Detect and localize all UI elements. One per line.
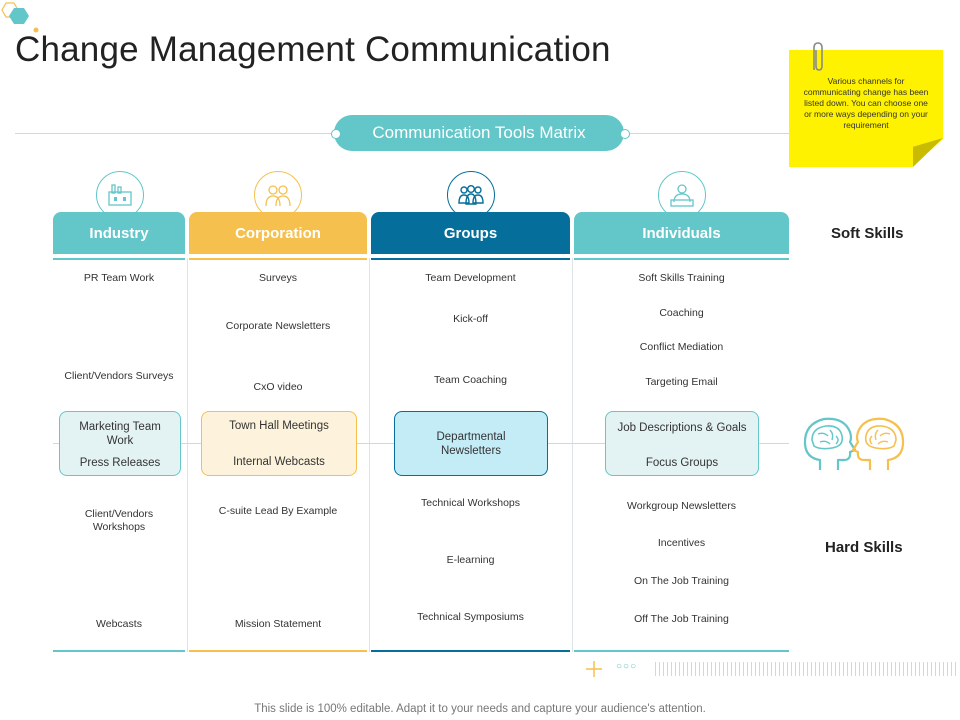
list-item: Team Development [425,272,516,284]
list-item: E-learning [446,554,495,566]
highlight-box-corporation: Town Hall Meetings Internal Webcasts [201,411,357,476]
list-item: Mission Statement [234,618,322,630]
list-item: C-suite Lead By Example [218,505,338,517]
column-header-groups: Groups [371,212,570,254]
list-item: Corporate Newsletters [225,320,331,332]
list-item: Coaching [659,307,704,319]
brain-head-icon-teal [803,417,856,470]
list-item: Technical Workshops [420,497,521,509]
box-item: Job Descriptions & Goals [617,422,747,434]
barcode-decoration [655,662,958,676]
column-bottom-rule [53,650,185,652]
list-item: Client/Vendors Surveys [64,370,174,382]
factory-icon [96,171,144,219]
box-item: Internal Webcasts [233,456,325,468]
circles-decoration-icon: ○○○ [616,661,638,672]
column-top-rule [53,258,185,260]
column-separator [572,258,573,652]
list-item: CxO video [253,381,303,393]
communication-tools-matrix-pill: Communication Tools Matrix [334,115,624,151]
list-item: On The Job Training [634,575,729,587]
hexagon-decoration-icon [1,2,39,33]
box-item: Departmental Newsletters [436,431,506,457]
pill-right-dot [620,129,630,139]
list-item: Client/Vendors Workshops [84,508,154,533]
column-top-rule [371,258,570,260]
highlight-box-groups: Departmental Newsletters [394,411,548,476]
list-item: Incentives [657,537,706,549]
hard-skills-label: Hard Skills [825,539,903,556]
list-item: Conflict Mediation [639,341,724,353]
column-top-rule [189,258,367,260]
column-header-individuals: Individuals [574,212,789,254]
list-item: Webcasts [96,618,142,630]
box-item: Press Releases [79,457,161,469]
footer-note: This slide is 100% editable. Adapt it to… [254,703,706,715]
brain-head-icon-yellow [852,417,905,470]
list-item: Workgroup Newsletters [627,500,736,512]
soft-skills-label: Soft Skills [831,225,904,242]
column-top-rule [574,258,789,260]
team-icon [447,171,495,219]
list-item: Kick-off [453,313,488,325]
box-item: Marketing Team Work [79,421,161,447]
highlight-box-individuals: Job Descriptions & Goals Focus Groups [605,411,759,476]
column-header-corporation: Corporation [189,212,367,254]
list-item: Targeting Email [645,376,718,388]
column-separator [187,258,188,652]
list-item: Off The Job Training [634,613,729,625]
list-item: Technical Symposiums [417,611,524,623]
paperclip-icon [813,42,823,71]
people-group-icon [254,171,302,219]
column-header-industry: Industry [53,212,185,254]
pill-left-dot [331,129,341,139]
list-item: PR Team Work [83,272,155,284]
list-item: Soft Skills Training [638,272,725,284]
page-title: Change Management Communication [15,30,611,69]
list-item: Surveys [259,272,297,284]
plus-decoration-icon [586,661,602,677]
highlight-box-industry: Marketing Team Work Press Releases [59,411,181,476]
box-item: Focus Groups [645,457,719,469]
column-bottom-rule [189,650,367,652]
column-separator [369,258,370,652]
person-at-desk-icon [658,171,706,219]
sticky-note-text: Various channels for communicating chang… [803,76,929,130]
column-bottom-rule [574,650,789,652]
list-item: Team Coaching [434,374,507,386]
column-bottom-rule [371,650,570,652]
box-item: Town Hall Meetings [229,420,329,432]
